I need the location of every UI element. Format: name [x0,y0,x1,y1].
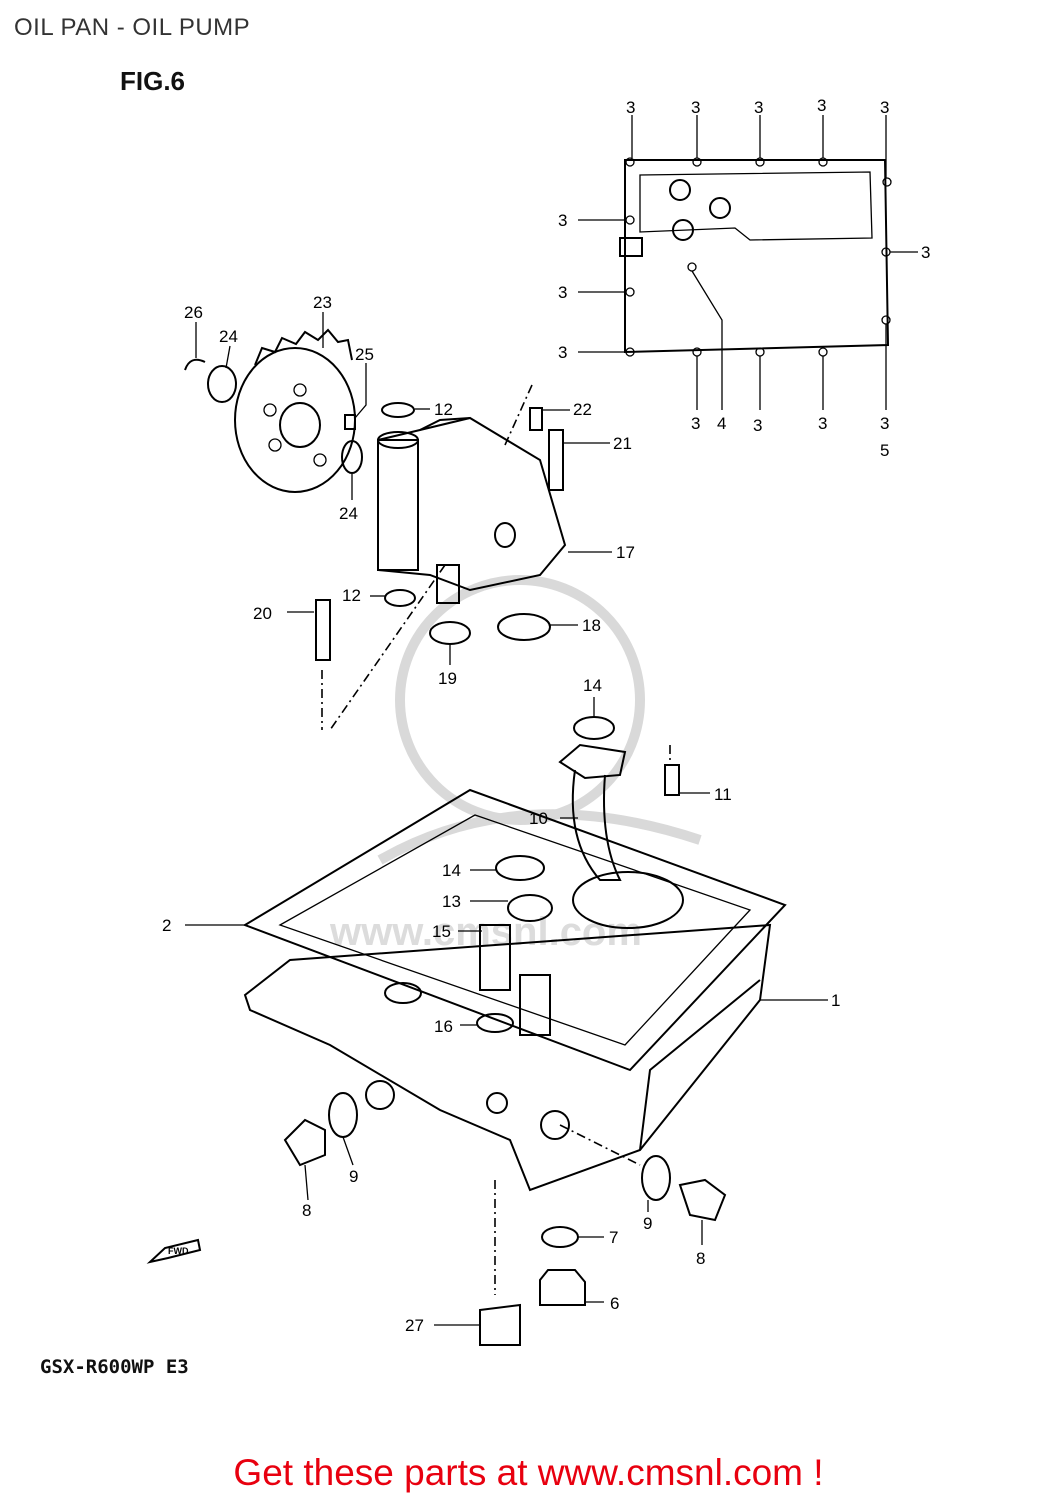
leader-lines [185,115,918,1326]
callout-8: 8 [696,1249,705,1268]
callout-10: 10 [529,809,548,828]
callout-22: 22 [573,400,592,419]
callout-3: 3 [558,283,567,302]
fwd-arrow-icon: FWD [146,1238,202,1264]
callout-20: 20 [253,604,272,623]
callout-3: 3 [921,243,930,262]
pump-gear-drawing [184,328,363,493]
callout-12: 12 [434,400,453,419]
callout-24: 24 [219,327,238,346]
callout-11: 11 [714,785,732,804]
callout-3: 3 [626,98,635,117]
page-title: OIL PAN - OIL PUMP [14,14,251,41]
drain-parts-drawing [283,1092,727,1346]
callout-26: 26 [184,303,203,322]
callout-14: 14 [583,676,602,695]
callout-3: 3 [691,98,700,117]
callout-4: 4 [717,414,726,433]
callout-labels: 3 3 3 3 3 3 3 3 3 3 4 3 3 3 5 26 24 23 2… [162,96,930,1335]
callout-6: 6 [610,1294,619,1313]
callout-1: 1 [831,991,840,1010]
callout-9: 9 [349,1167,358,1186]
strainer-drawing [558,716,684,929]
callout-24: 24 [339,504,358,523]
callout-2: 2 [162,916,171,935]
callout-13: 13 [442,892,461,911]
callout-8: 8 [302,1201,311,1220]
callout-3: 3 [691,414,700,433]
callout-3: 3 [817,96,826,115]
callout-27: 27 [405,1316,424,1335]
callout-5: 5 [880,441,889,460]
figure-label: FIG.6 [120,66,186,96]
callout-21: 21 [613,434,632,453]
callout-14: 14 [442,861,461,880]
callout-18: 18 [582,616,601,635]
callout-19: 19 [438,669,457,688]
callout-3: 3 [818,414,827,433]
callout-3: 3 [558,211,567,230]
callout-15: 15 [432,922,451,941]
oil-pan-drawing [242,788,787,1192]
callout-17: 17 [616,543,635,562]
model-code: GSX-R600WP E3 [40,1356,189,1378]
callout-12: 12 [342,586,361,605]
callout-3: 3 [753,416,762,435]
callout-16: 16 [434,1017,453,1036]
callout-9: 9 [643,1214,652,1233]
callout-3: 3 [754,98,763,117]
gasket-drawing [619,157,892,357]
callout-25: 25 [355,345,374,364]
callout-3: 3 [880,98,889,117]
callout-3: 3 [880,414,889,433]
callout-3: 3 [558,343,567,362]
parts-diagram: www.cmsnl.com [146,96,930,1346]
pump-body-drawing [315,384,567,731]
callout-7: 7 [609,1228,618,1247]
cta-link[interactable]: Get these parts at www.cmsnl.com ! [233,1452,824,1493]
callout-23: 23 [313,293,332,312]
watermark-text: www.cmsnl.com [329,910,642,954]
fwd-label: FWD [168,1246,189,1256]
